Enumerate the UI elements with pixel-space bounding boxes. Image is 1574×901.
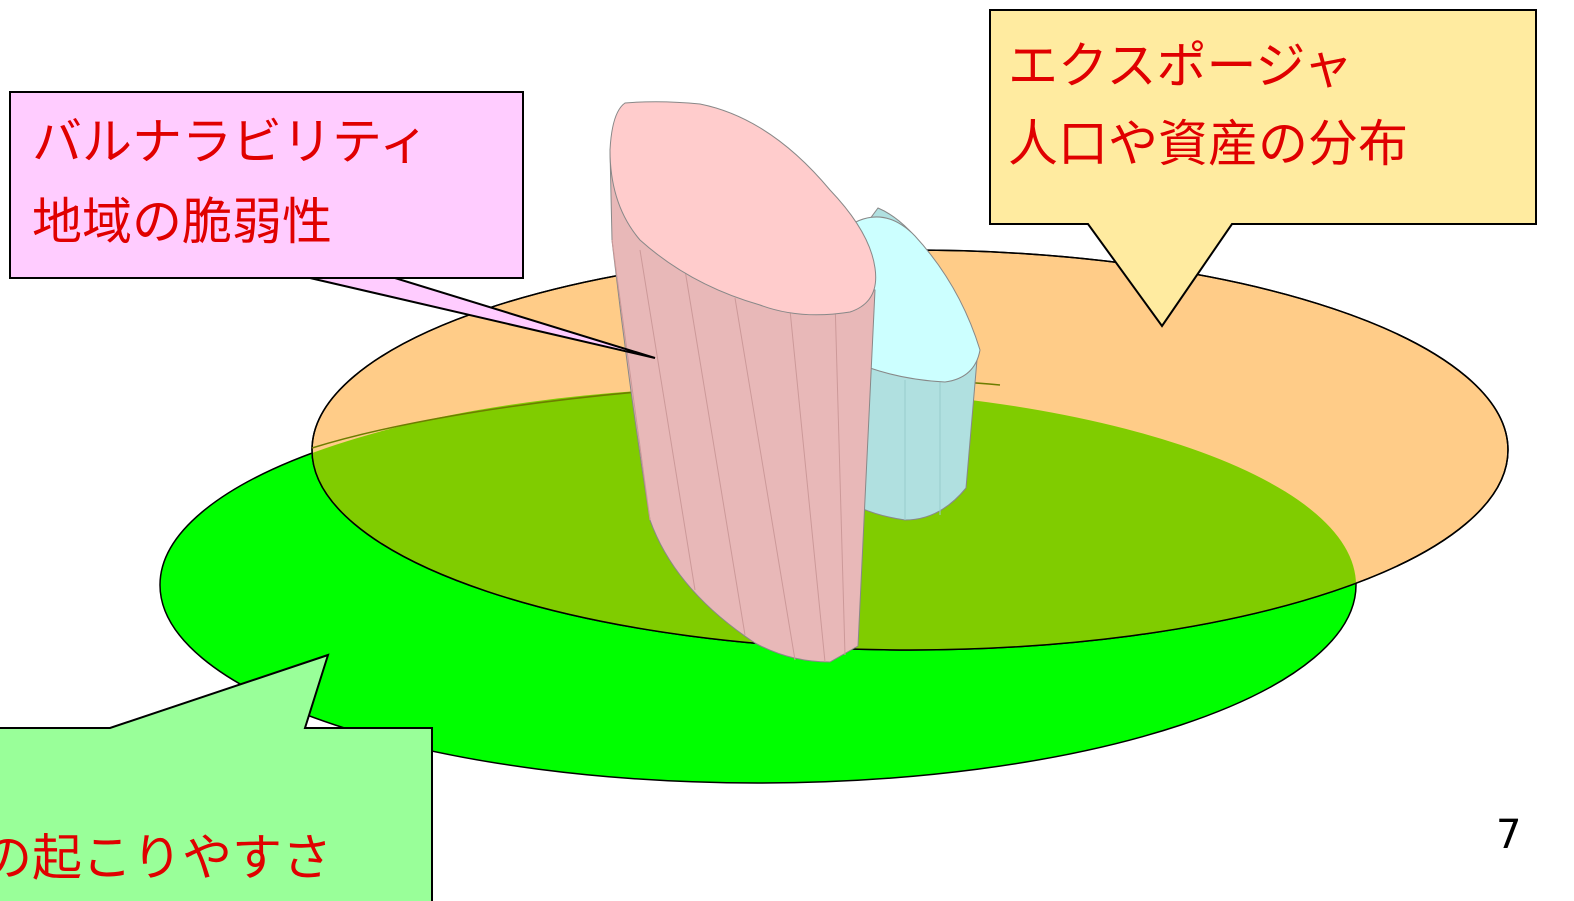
exposure-title: エクスポージャ [1008,37,1353,95]
vulnerability-title: バルナラビリティ [32,113,429,171]
vulnerability-callout [9,91,656,359]
hazard-subtitle: の起こりやすさ [0,829,332,887]
exposure-subtitle: 人口や資産の分布 [1008,115,1408,173]
hazard-callout [0,653,433,901]
page-number: 7 [1496,812,1522,858]
vulnerability-cylinder [609,101,877,663]
vulnerability-subtitle: 地域の脆弱性 [32,193,332,251]
exposure-callout [989,9,1537,328]
